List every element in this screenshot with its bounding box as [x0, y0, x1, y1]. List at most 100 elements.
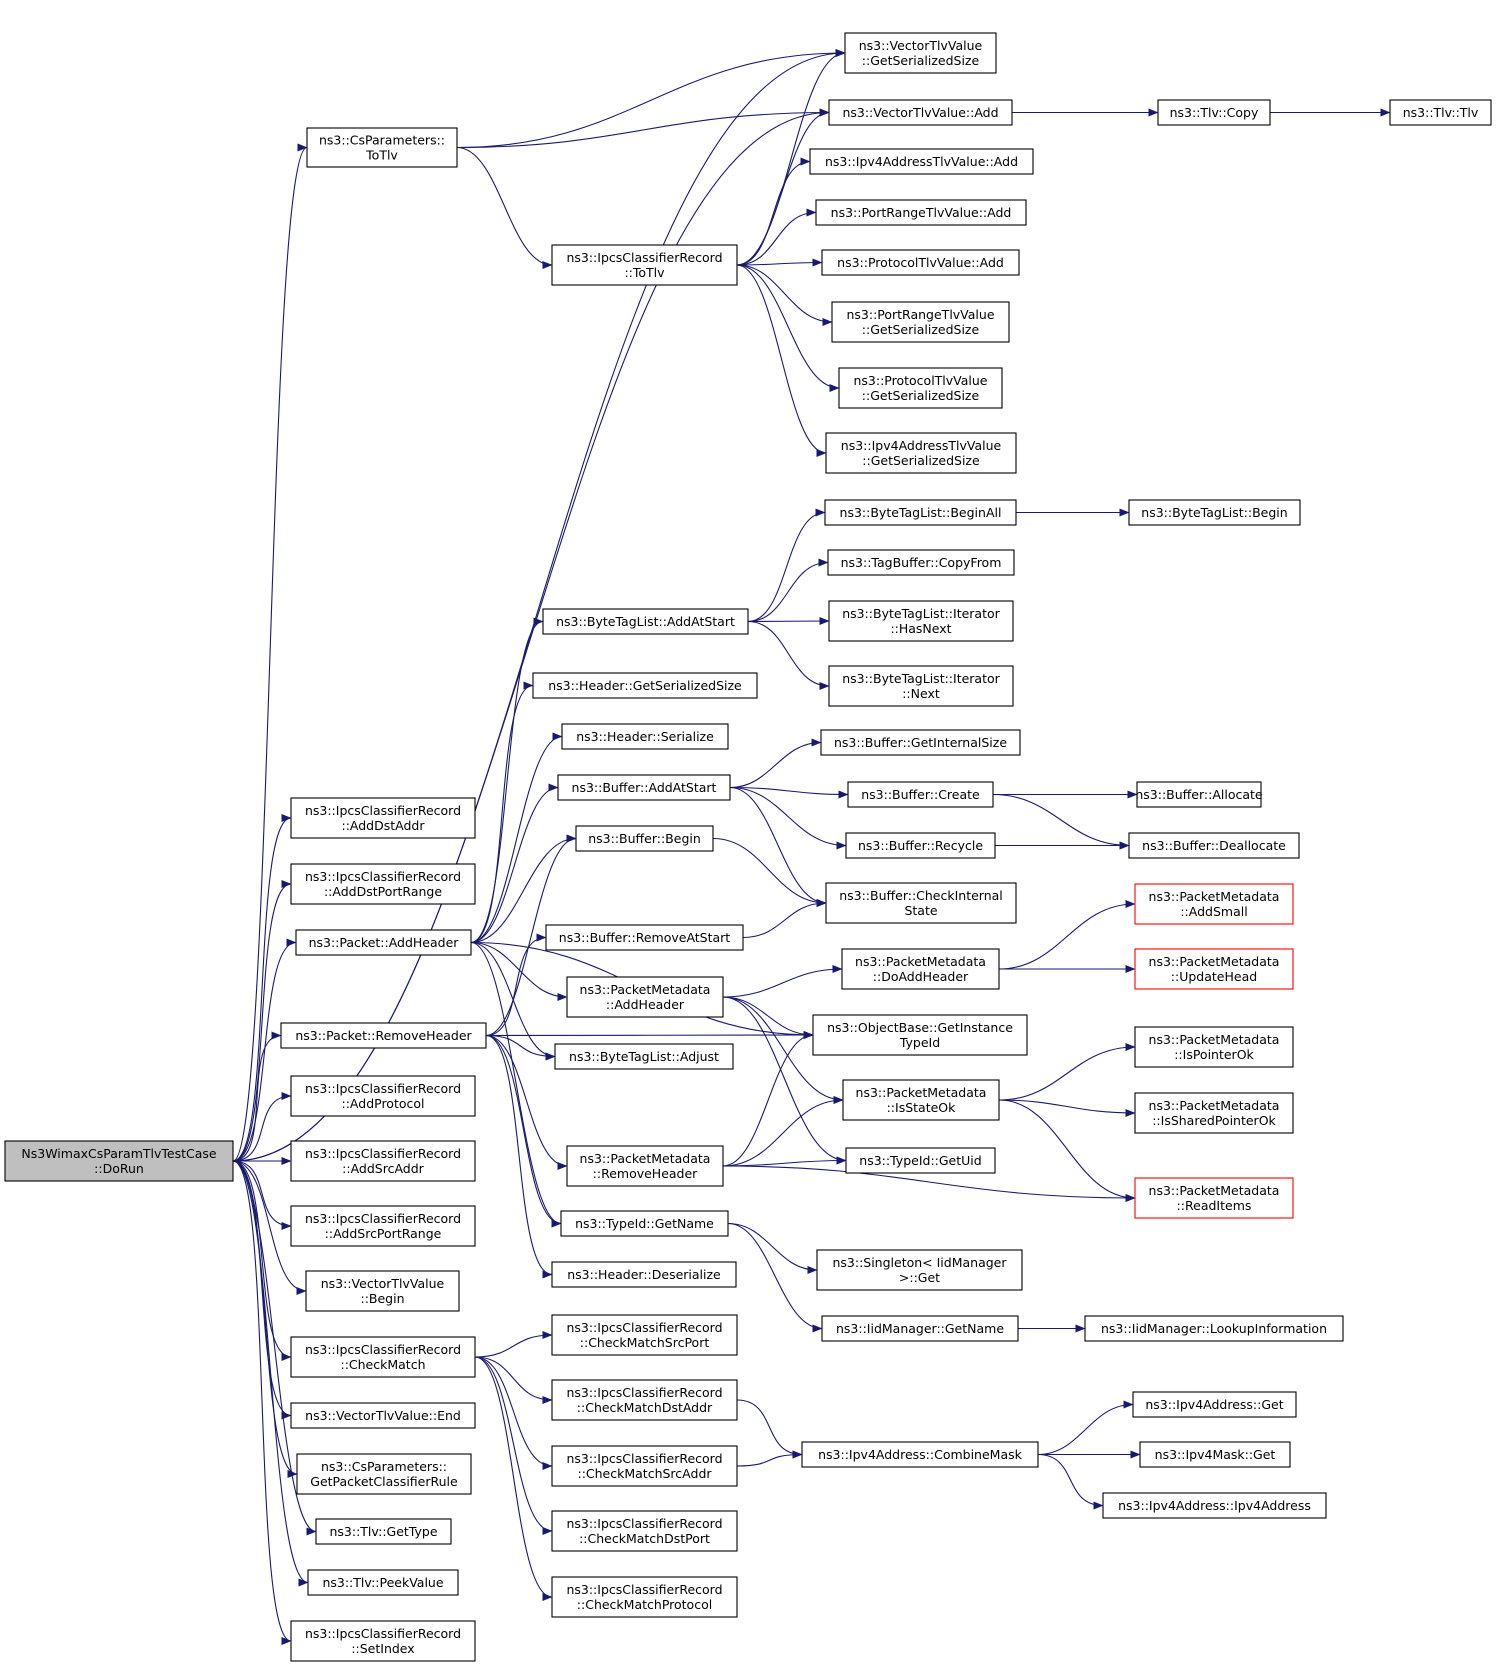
node-btl_begin[interactable]: ns3::ByteTagList::Begin — [1128, 499, 1301, 526]
node-box[interactable] — [290, 1620, 476, 1662]
node-box[interactable] — [290, 1402, 476, 1429]
node-ipcs_addsrc[interactable]: ns3::IpcsClassifierRecord::AddSrcAddr — [290, 1140, 476, 1182]
node-pm_readitems[interactable]: ns3::PacketMetadata::ReadItems — [1134, 1177, 1294, 1219]
node-box[interactable] — [1389, 99, 1492, 126]
node-box[interactable] — [551, 1445, 738, 1487]
node-ipcs_cm_dstaddr[interactable]: ns3::IpcsClassifierRecord::CheckMatchDst… — [551, 1379, 738, 1421]
node-box[interactable] — [821, 249, 1020, 276]
node-box[interactable] — [838, 367, 1003, 409]
node-iid_getname[interactable]: ns3::IidManager::GetName — [821, 1315, 1019, 1342]
node-box[interactable] — [1132, 1391, 1297, 1418]
node-ipv4_ctor[interactable]: ns3::Ipv4Address::Ipv4Address — [1102, 1492, 1327, 1519]
node-cs_totlv[interactable]: ns3::CsParameters::ToTlv — [306, 127, 458, 168]
node-box[interactable] — [551, 1314, 738, 1356]
node-pm_doadd[interactable]: ns3::PacketMetadata::DoAddHeader — [841, 948, 1000, 990]
node-prtlv_getsz[interactable]: ns3::PortRangeTlvValue::GetSerializedSiz… — [831, 301, 1010, 343]
node-box[interactable] — [560, 1210, 729, 1237]
node-ipcs_totlv[interactable]: ns3::IpcsClassifierRecord::ToTlv — [551, 244, 738, 286]
node-box[interactable] — [290, 797, 476, 839]
node-box[interactable] — [4, 1140, 234, 1182]
node-ipcs_addproto[interactable]: ns3::IpcsClassifierRecord::AddProtocol — [290, 1075, 476, 1117]
node-ipcs_check[interactable]: ns3::IpcsClassifierRecord::CheckMatch — [290, 1336, 476, 1378]
node-buf_recycle[interactable]: ns3::Buffer::Recycle — [845, 832, 996, 859]
node-tlv_tlv[interactable]: ns3::Tlv::Tlv — [1389, 99, 1492, 126]
node-btl_adjust[interactable]: ns3::ByteTagList::Adjust — [554, 1043, 734, 1070]
node-box[interactable] — [551, 1379, 738, 1421]
node-btl_addstart[interactable]: ns3::ByteTagList::AddAtStart — [542, 608, 749, 635]
node-ipcs_cm_proto[interactable]: ns3::IpcsClassifierRecord::CheckMatchPro… — [551, 1576, 738, 1618]
node-box[interactable] — [1084, 1315, 1344, 1342]
node-box[interactable] — [557, 774, 731, 801]
node-box[interactable] — [561, 723, 729, 750]
node-vec_getsz[interactable]: ns3::VectorTlvValue::GetSerializedSize — [844, 32, 997, 74]
node-box[interactable] — [280, 1022, 487, 1049]
node-iid_lookup[interactable]: ns3::IidManager::LookupInformation — [1084, 1315, 1344, 1342]
node-pkt_addhdr[interactable]: ns3::Packet::AddHeader — [295, 929, 472, 956]
node-box[interactable] — [551, 1576, 738, 1618]
node-ipcs_cm_dstport[interactable]: ns3::IpcsClassifierRecord::CheckMatchDst… — [551, 1510, 738, 1552]
node-box[interactable] — [801, 1441, 1039, 1468]
node-hdr_getsz[interactable]: ns3::Header::GetSerializedSize — [532, 672, 758, 699]
node-pm_addhdr[interactable]: ns3::PacketMetadata::AddHeader — [566, 976, 724, 1018]
node-box[interactable] — [554, 1043, 734, 1070]
node-box[interactable] — [828, 600, 1014, 642]
node-box[interactable] — [551, 244, 738, 286]
node-vec_begin[interactable]: ns3::VectorTlvValue::Begin — [305, 1270, 460, 1312]
node-ipcs_adddstport[interactable]: ns3::IpcsClassifierRecord::AddDstPortRan… — [290, 863, 476, 905]
node-box[interactable] — [841, 948, 1000, 990]
node-box[interactable] — [845, 832, 996, 859]
node-ipv4_get[interactable]: ns3::Ipv4Address::Get — [1132, 1391, 1297, 1418]
node-box[interactable] — [825, 882, 1017, 924]
node-pm_isshared[interactable]: ns3::PacketMetadata::IsSharedPointerOk — [1134, 1092, 1294, 1134]
node-box[interactable] — [827, 549, 1015, 576]
node-buf_remstart[interactable]: ns3::Buffer::RemoveAtStart — [545, 924, 744, 951]
node-box[interactable] — [542, 608, 749, 635]
node-box[interactable] — [1139, 1441, 1291, 1468]
node-ipcs_cm_srcport[interactable]: ns3::IpcsClassifierRecord::CheckMatchSrc… — [551, 1314, 738, 1356]
node-box[interactable] — [816, 1249, 1023, 1291]
node-box[interactable] — [847, 781, 994, 808]
node-buf_create[interactable]: ns3::Buffer::Create — [847, 781, 994, 808]
node-ipcs_addsrcport[interactable]: ns3::IpcsClassifierRecord::AddSrcPortRan… — [290, 1205, 476, 1247]
node-box[interactable] — [290, 1205, 476, 1247]
node-protlv_add[interactable]: ns3::ProtocolTlvValue::Add — [821, 249, 1020, 276]
node-tid_getname[interactable]: ns3::TypeId::GetName — [560, 1210, 729, 1237]
node-pm_isptr[interactable]: ns3::PacketMetadata::IsPointerOk — [1134, 1026, 1294, 1068]
node-box[interactable] — [842, 1079, 1000, 1121]
node-box[interactable] — [290, 1140, 476, 1182]
node-pm_update[interactable]: ns3::PacketMetadata::UpdateHead — [1134, 948, 1294, 990]
node-box[interactable] — [307, 1569, 459, 1596]
node-box[interactable] — [295, 929, 472, 956]
node-box[interactable] — [1157, 99, 1271, 126]
node-box[interactable] — [844, 32, 997, 74]
node-box[interactable] — [1134, 1092, 1294, 1134]
node-singleton_get[interactable]: ns3::Singleton< IidManager>::Get — [816, 1249, 1023, 1291]
node-box[interactable] — [828, 99, 1013, 126]
node-box[interactable] — [831, 301, 1010, 343]
node-ipv4tlv_add[interactable]: ns3::Ipv4AddressTlvValue::Add — [809, 148, 1034, 175]
node-pm_addsmall[interactable]: ns3::PacketMetadata::AddSmall — [1134, 883, 1294, 925]
node-box[interactable] — [315, 1518, 452, 1545]
node-box[interactable] — [828, 665, 1014, 707]
node-box[interactable] — [815, 199, 1027, 226]
node-ipcs_adddst[interactable]: ns3::IpcsClassifierRecord::AddDstAddr — [290, 797, 476, 839]
node-hdr_ser[interactable]: ns3::Header::Serialize — [561, 723, 729, 750]
node-pm_isstate[interactable]: ns3::PacketMetadata::IsStateOk — [842, 1079, 1000, 1121]
node-ipv4tlv_getsz[interactable]: ns3::Ipv4AddressTlvValue::GetSerializedS… — [825, 432, 1017, 474]
node-btl_hasnext[interactable]: ns3::ByteTagList::Iterator::HasNext — [828, 600, 1014, 642]
node-box[interactable] — [551, 1510, 738, 1552]
node-ipcs_setindex[interactable]: ns3::IpcsClassifierRecord::SetIndex — [290, 1620, 476, 1662]
node-box[interactable] — [845, 1147, 996, 1174]
node-box[interactable] — [305, 1270, 460, 1312]
node-box[interactable] — [1134, 1177, 1294, 1219]
node-box[interactable] — [821, 1315, 1019, 1342]
node-box[interactable] — [1128, 832, 1300, 859]
node-box[interactable] — [824, 499, 1017, 526]
node-box[interactable] — [296, 1453, 472, 1495]
node-box[interactable] — [812, 1014, 1028, 1056]
node-root[interactable]: Ns3WimaxCsParamTlvTestCase::DoRun — [4, 1140, 234, 1182]
node-btl_next[interactable]: ns3::ByteTagList::Iterator::Next — [828, 665, 1014, 707]
node-ipv4_combine[interactable]: ns3::Ipv4Address::CombineMask — [801, 1441, 1039, 1468]
node-tid_getuid[interactable]: ns3::TypeId::GetUid — [845, 1147, 996, 1174]
node-pkt_remhdr[interactable]: ns3::Packet::RemoveHeader — [280, 1022, 487, 1049]
